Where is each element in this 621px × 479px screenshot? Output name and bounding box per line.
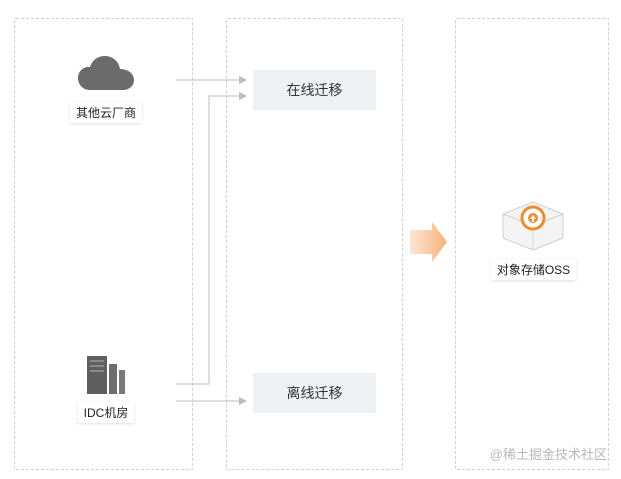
oss-storage-icon xyxy=(501,200,565,252)
server-rack-icon xyxy=(87,354,125,394)
online-migration-box: 在线迁移 xyxy=(253,70,376,110)
oss-label: 对象存储OSS xyxy=(491,259,576,280)
cloud-icon xyxy=(78,56,134,92)
idc-to-online-arrow xyxy=(176,92,247,385)
offline-migration-box: 离线迁移 xyxy=(253,373,376,413)
oss-card: 对象存储OSS xyxy=(474,69,593,416)
migration-flow-arrow xyxy=(410,222,447,262)
idc-card: IDC机房 xyxy=(37,346,175,439)
other-cloud-card: 其他云厂商 xyxy=(37,42,175,135)
idc-label: IDC机房 xyxy=(78,402,135,423)
other-cloud-label: 其他云厂商 xyxy=(70,102,142,123)
target-panel xyxy=(455,18,609,470)
watermark-text: @稀土掘金技术社区 xyxy=(489,447,607,462)
source-panel xyxy=(14,18,193,470)
method-panel xyxy=(226,18,403,470)
